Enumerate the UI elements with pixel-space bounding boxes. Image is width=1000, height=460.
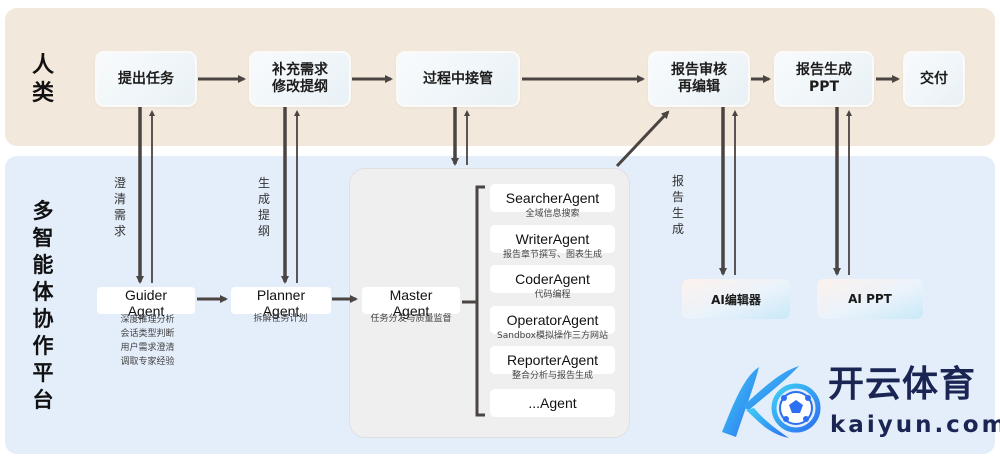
step-label: 过程中接管	[423, 70, 493, 87]
reporter-agent[interactable]: ReporterAgent	[490, 346, 615, 374]
reporter-agent-desc: 整合分析与报告生成	[511, 371, 593, 381]
planner-agent-desc: 拆解任务计划	[253, 314, 308, 324]
agent-name: Planner Agent	[256, 287, 306, 319]
searcher-agent-desc: 全域信息搜索	[525, 209, 580, 219]
searcher-agent[interactable]: SearcherAgent	[490, 184, 615, 212]
human-lane-title: 人 类	[31, 53, 54, 106]
more-agents[interactable]: ...Agent	[490, 389, 615, 417]
guider-agent-desc-2: 会话类型判断	[120, 329, 175, 339]
planner-agent[interactable]: Planner Agent	[231, 287, 331, 319]
step-refine-outline[interactable]: 补充需求 修改提纲	[249, 51, 351, 107]
ai-editor[interactable]: AI编辑器	[682, 279, 790, 319]
sub-agent-name: ...Agent	[528, 395, 577, 411]
writer-agent[interactable]: WriterAgent	[490, 225, 615, 253]
label-report-generation: 报 告 生 成	[671, 174, 684, 236]
step-label: 提出任务	[118, 70, 174, 87]
guider-agent[interactable]: Guider Agent	[97, 287, 195, 319]
step-takeover[interactable]: 过程中接管	[396, 51, 520, 107]
step-label: 交付	[920, 70, 948, 87]
sub-agent-name: ReporterAgent	[506, 352, 599, 368]
kaiyun-logo-icon	[722, 366, 821, 438]
step-deliver[interactable]: 交付	[903, 51, 965, 107]
coder-agent-desc: 代码编程	[534, 290, 571, 300]
sub-agent-name: SearcherAgent	[505, 190, 600, 206]
agent-lane-title: 多 智 能 体 协 作 平 台	[32, 199, 54, 412]
sub-agent-name: OperatorAgent	[506, 312, 599, 328]
step-label: 补充需求 修改提纲	[272, 62, 328, 95]
label-generate-outline: 生 成 提 纲	[257, 176, 270, 238]
operator-agent-desc: Sandbox模拟操作三方网站	[497, 331, 608, 341]
master-agent-desc: 任务分发与质量监督	[370, 314, 452, 324]
step-label: 报告生成 PPT	[796, 62, 852, 95]
watermark-en-text: kaiyun.com	[830, 412, 1000, 438]
step-generate-ppt[interactable]: 报告生成 PPT	[774, 51, 874, 107]
operator-agent[interactable]: OperatorAgent	[490, 306, 615, 334]
master-agent[interactable]: Master Agent	[362, 287, 460, 319]
coder-agent[interactable]: CoderAgent	[490, 265, 615, 293]
writer-agent-desc: 报告章节撰写、图表生成	[502, 250, 602, 260]
agent-name: Guider Agent	[124, 287, 168, 319]
sub-agent-name: WriterAgent	[515, 231, 590, 247]
guider-agent-desc-3: 用户需求澄清	[120, 343, 175, 353]
tool-label: AI编辑器	[711, 292, 761, 307]
ai-ppt[interactable]: AI PPT	[817, 279, 923, 319]
step-label: 报告审核 再编辑	[671, 62, 727, 95]
step-submit-task[interactable]: 提出任务	[95, 51, 197, 107]
watermark-cn-text: 开云体育	[828, 364, 977, 405]
sub-agent-name: CoderAgent	[515, 271, 590, 287]
step-review-report[interactable]: 报告审核 再编辑	[648, 51, 750, 107]
agent-name: Master Agent	[389, 287, 433, 319]
tool-label: AI PPT	[848, 292, 892, 306]
label-clarify-requirements: 澄 清 需 求	[113, 176, 126, 238]
guider-agent-desc-4: 调取专家经验	[120, 357, 175, 367]
guider-agent-desc-1: 深度推理分析	[120, 315, 175, 325]
